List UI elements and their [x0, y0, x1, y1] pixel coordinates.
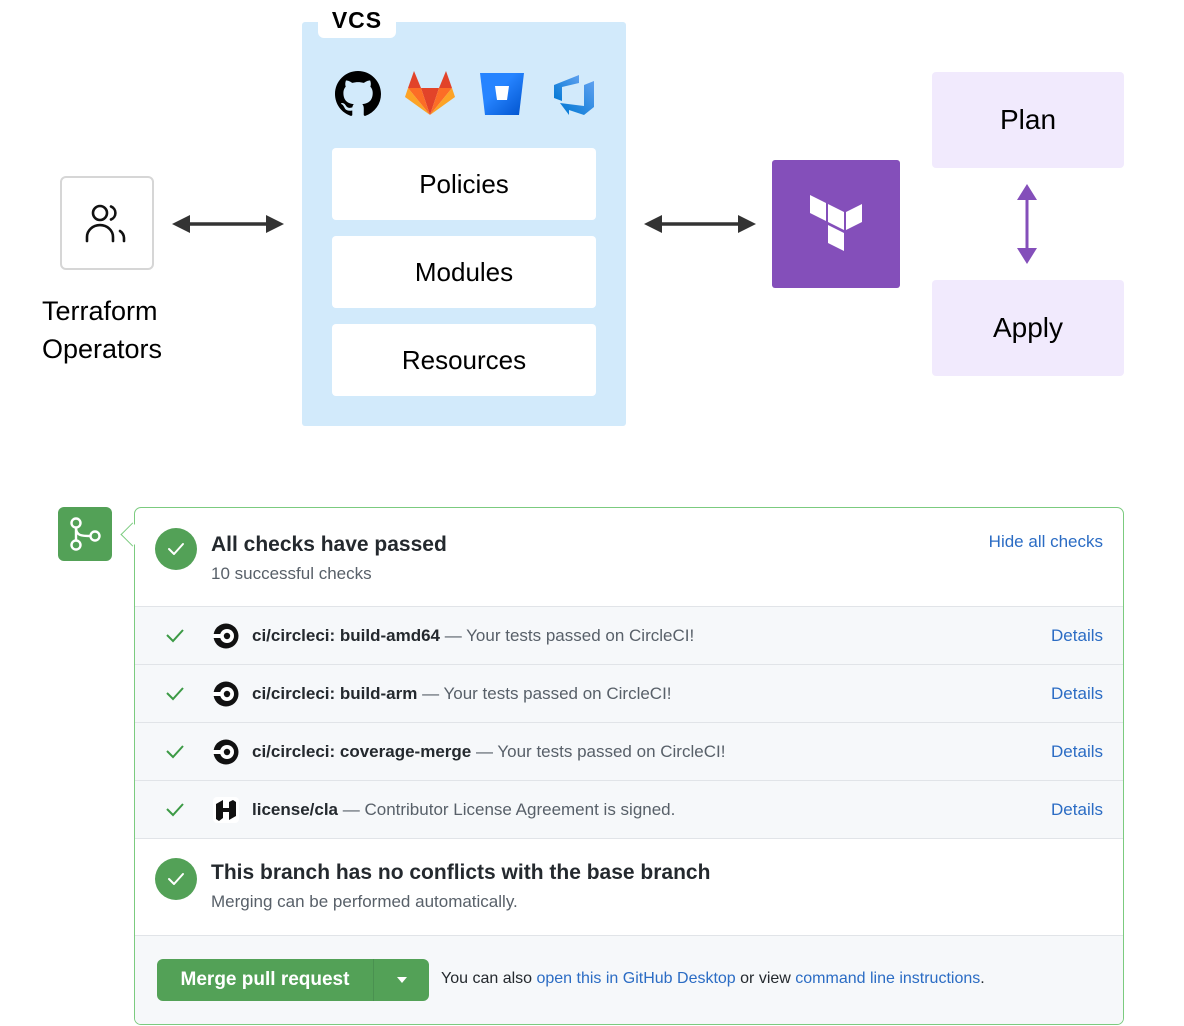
check-icon	[166, 745, 184, 759]
details-link[interactable]: Details	[1051, 741, 1103, 761]
check-row: ci/circleci: build-arm — Your tests pass…	[135, 665, 1123, 723]
checks-summary: All checks have passed 10 successful che…	[135, 508, 1123, 606]
hashicorp-icon	[213, 797, 239, 823]
check-text: ci/circleci: build-amd64 — Your tests pa…	[252, 626, 694, 646]
conflicts-subtitle: Merging can be performed automatically.	[211, 892, 518, 911]
bitbucket-icon	[476, 68, 528, 120]
check-description: — Contributor License Agreement is signe…	[338, 799, 676, 819]
footer-text: You can also open this in GitHub Desktop…	[441, 970, 985, 988]
terraform-logo-icon	[810, 195, 862, 251]
check-description: — Your tests passed on CircleCI!	[471, 741, 726, 761]
users-icon	[85, 204, 126, 243]
gitlab-icon	[404, 68, 456, 120]
merge-status-box: All checks have passed 10 successful che…	[134, 507, 1124, 1025]
check-description: — Your tests passed on CircleCI!	[417, 683, 672, 703]
details-link[interactable]: Details	[1051, 683, 1103, 703]
open-in-github-desktop-link[interactable]: open this in GitHub Desktop	[536, 970, 736, 987]
vcs-item-modules: Modules	[332, 236, 596, 308]
merge-footer: Merge pull request You can also open thi…	[135, 935, 1123, 1024]
operators-label-line1: Terraform	[42, 296, 158, 326]
checks-subtitle: 10 successful checks	[211, 564, 372, 583]
merge-options-dropdown[interactable]	[374, 959, 429, 1001]
circleci-icon	[213, 623, 239, 649]
conflicts-title: This branch has no conflicts with the ba…	[211, 861, 711, 884]
check-row: ci/circleci: build-amd64 — Your tests pa…	[135, 607, 1123, 665]
check-icon	[166, 629, 184, 643]
check-name: ci/circleci: build-arm	[252, 683, 418, 703]
operators-node	[60, 176, 154, 270]
vcs-item-policies: Policies	[332, 148, 596, 220]
success-check-icon	[155, 528, 197, 570]
caret-down-icon	[396, 977, 407, 983]
check-name: ci/circleci: coverage-merge	[252, 741, 472, 761]
vcs-title: VCS	[318, 2, 396, 38]
phase-apply: Apply	[932, 280, 1124, 376]
github-icon	[332, 68, 384, 120]
footer-text-prefix: You can also	[441, 970, 537, 987]
git-branch-badge	[58, 507, 112, 561]
hide-all-checks-link[interactable]: Hide all checks	[988, 532, 1103, 551]
check-text: license/cla — Contributor License Agreem…	[252, 800, 675, 820]
bidirectional-arrow-operators-vcs	[172, 215, 284, 233]
terraform-node	[772, 160, 900, 288]
check-text: ci/circleci: build-arm — Your tests pass…	[252, 684, 672, 704]
checks-title: All checks have passed	[211, 533, 447, 556]
git-merge-icon	[70, 517, 101, 551]
check-row: ci/circleci: coverage-merge — Your tests…	[135, 723, 1123, 781]
operators-label: Terraform Operators	[42, 292, 162, 368]
footer-text-suffix: .	[980, 970, 985, 987]
success-check-icon	[155, 858, 197, 900]
details-link[interactable]: Details	[1051, 799, 1103, 819]
phase-plan: Plan	[932, 72, 1124, 168]
merge-button-group: Merge pull request	[157, 959, 429, 1001]
check-name: ci/circleci: build-amd64	[252, 625, 441, 645]
conflicts-summary: This branch has no conflicts with the ba…	[135, 836, 1123, 935]
merge-pull-request-button[interactable]: Merge pull request	[157, 959, 374, 1001]
vcs-item-resources: Resources	[332, 324, 596, 396]
footer-text-middle: or view	[735, 970, 796, 987]
command-line-instructions-link[interactable]: command line instructions	[795, 970, 981, 987]
check-description: — Your tests passed on CircleCI!	[440, 625, 695, 645]
bidirectional-arrow-vcs-terraform	[644, 215, 756, 233]
azure-devops-icon	[548, 68, 600, 120]
check-row: license/cla — Contributor License Agreem…	[135, 781, 1123, 839]
check-icon	[166, 803, 184, 817]
checks-list: ci/circleci: build-amd64 — Your tests pa…	[135, 606, 1123, 839]
operators-label-line2: Operators	[42, 334, 163, 364]
bidirectional-arrow-plan-apply	[1017, 184, 1037, 264]
check-text: ci/circleci: coverage-merge — Your tests…	[252, 742, 725, 762]
circleci-icon	[213, 681, 239, 707]
check-icon	[166, 687, 184, 701]
circleci-icon	[213, 739, 239, 765]
check-name: license/cla	[252, 799, 339, 819]
details-link[interactable]: Details	[1051, 625, 1103, 645]
